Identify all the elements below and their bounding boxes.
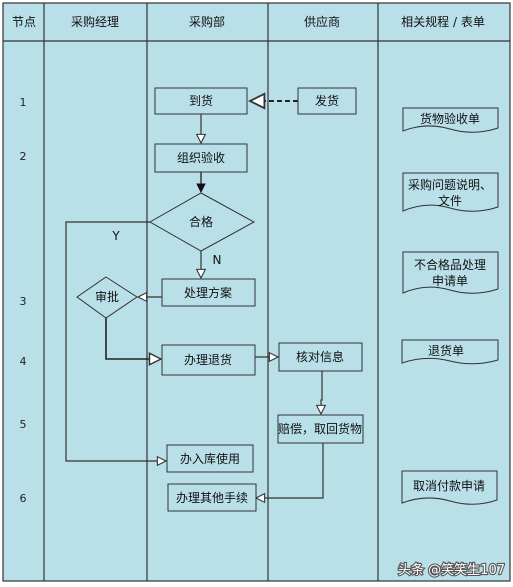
- connector-approval-to-return: [105, 318, 161, 359]
- connector-qualified-to-warehouse: [65, 221, 166, 461]
- return-form-document: [401, 339, 499, 365]
- organize-inspection-label: 组织验收: [177, 150, 225, 165]
- problem-document-line2: 文件: [438, 193, 462, 208]
- row-number: 2: [20, 150, 27, 163]
- row-number: 4: [20, 355, 27, 368]
- nonconforming-line2: 申请单: [432, 274, 468, 288]
- verify-info-box: [278, 342, 363, 372]
- process-return-label: 办理退货: [184, 352, 232, 367]
- return-form-label: 退货单: [428, 343, 464, 358]
- row-number: 5: [20, 418, 27, 431]
- connector-verify-to-compensate: [321, 371, 322, 414]
- problem-document: [402, 172, 499, 212]
- cancel-payment-document: [401, 470, 498, 505]
- cancel-payment-label: 取消付款申请: [413, 479, 485, 493]
- row-number: 3: [20, 295, 27, 308]
- other-procedures-box: [167, 483, 257, 512]
- header-procedures: 相关规程 / 表单: [401, 14, 485, 29]
- nonconforming-line1: 不合格品处理: [414, 257, 486, 272]
- qualified-label: 合格: [189, 214, 213, 229]
- compensate-label: 赔偿，取回货物: [278, 421, 362, 436]
- problem-document-line1: 采购问题说明、: [408, 177, 492, 192]
- receipt-form-label: 货物验收单: [420, 111, 480, 126]
- process-return-box: [161, 344, 256, 376]
- branch-yes-label: Y: [111, 229, 120, 243]
- approval-decision: [76, 276, 138, 319]
- header-purchase-dept: 采购部: [189, 14, 225, 29]
- arrive-goods-box: [154, 87, 248, 115]
- receipt-form-document: [402, 107, 499, 133]
- header-purchase-manager: 采购经理: [71, 14, 119, 29]
- verify-info-label: 核对信息: [296, 349, 344, 364]
- warehouse-use-box: [166, 444, 254, 473]
- header-supplier: 供应商: [304, 14, 340, 29]
- arrive-goods-label: 到货: [189, 93, 213, 108]
- handling-plan-box: [161, 278, 256, 307]
- warehouse-use-label: 办入库使用: [180, 451, 240, 466]
- branch-no-label: N: [213, 253, 222, 267]
- organize-inspection-box: [154, 143, 248, 173]
- header-node: 节点: [12, 15, 36, 29]
- connector-compensate-to-other: [256, 442, 324, 498]
- watermark-text: 头条 @笑笑生107: [398, 562, 505, 578]
- ship-goods-label: 发货: [315, 93, 339, 108]
- other-procedures-label: 办理其他手续: [176, 490, 248, 505]
- row-number: 6: [20, 492, 27, 505]
- qualified-decision: [148, 192, 256, 252]
- row-number: 1: [20, 96, 27, 109]
- approval-label: 审批: [95, 289, 119, 304]
- compensate-box: [277, 414, 364, 444]
- handling-plan-label: 处理方案: [184, 285, 232, 300]
- nonconforming-document: [402, 251, 499, 294]
- ship-goods-box: [297, 87, 357, 115]
